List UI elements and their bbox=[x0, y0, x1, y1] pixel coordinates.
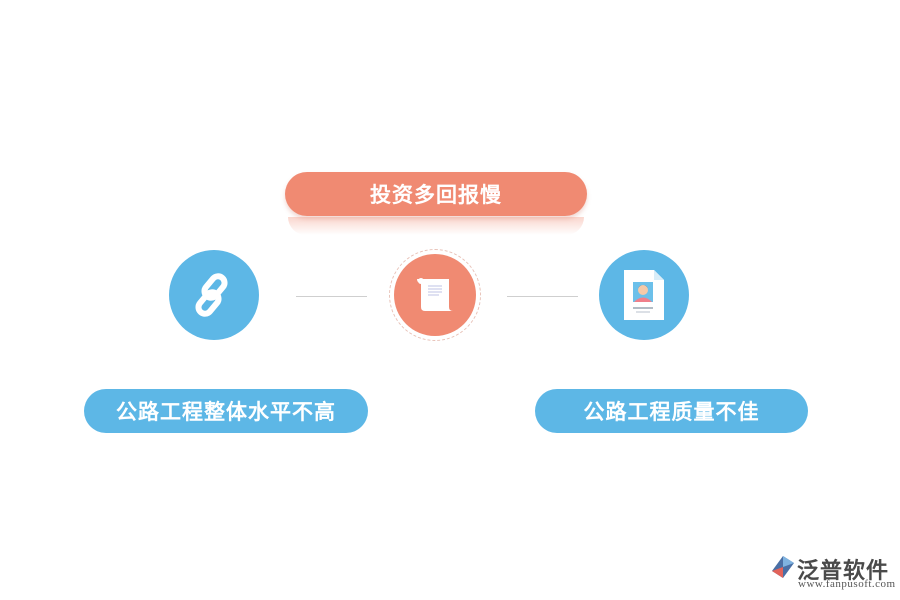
brand-name: 泛普软件 bbox=[797, 559, 890, 584]
right-label-box: 公路工程质量不佳 bbox=[535, 389, 808, 433]
right-label-text: 公路工程质量不佳 bbox=[583, 400, 760, 424]
profile-document-icon bbox=[599, 250, 689, 340]
top-label-reflection bbox=[288, 217, 584, 235]
left-label-box: 公路工程整体水平不高 bbox=[84, 389, 368, 433]
link-chain-icon bbox=[169, 250, 259, 340]
brand-url: www.fanpusoft.com bbox=[798, 578, 896, 590]
left-label-text: 公路工程整体水平不高 bbox=[116, 400, 336, 424]
top-label-text: 投资多回报慢 bbox=[370, 183, 502, 207]
brand-mark-icon bbox=[772, 556, 794, 578]
connector-left bbox=[296, 296, 367, 297]
connector-right bbox=[507, 296, 578, 297]
top-label-box: 投资多回报慢 bbox=[285, 172, 587, 216]
brand-logo: 泛普软件 www.fanpusoft.com bbox=[770, 552, 895, 592]
center-icon-ring bbox=[389, 249, 481, 341]
scroll-document-icon bbox=[394, 254, 476, 336]
